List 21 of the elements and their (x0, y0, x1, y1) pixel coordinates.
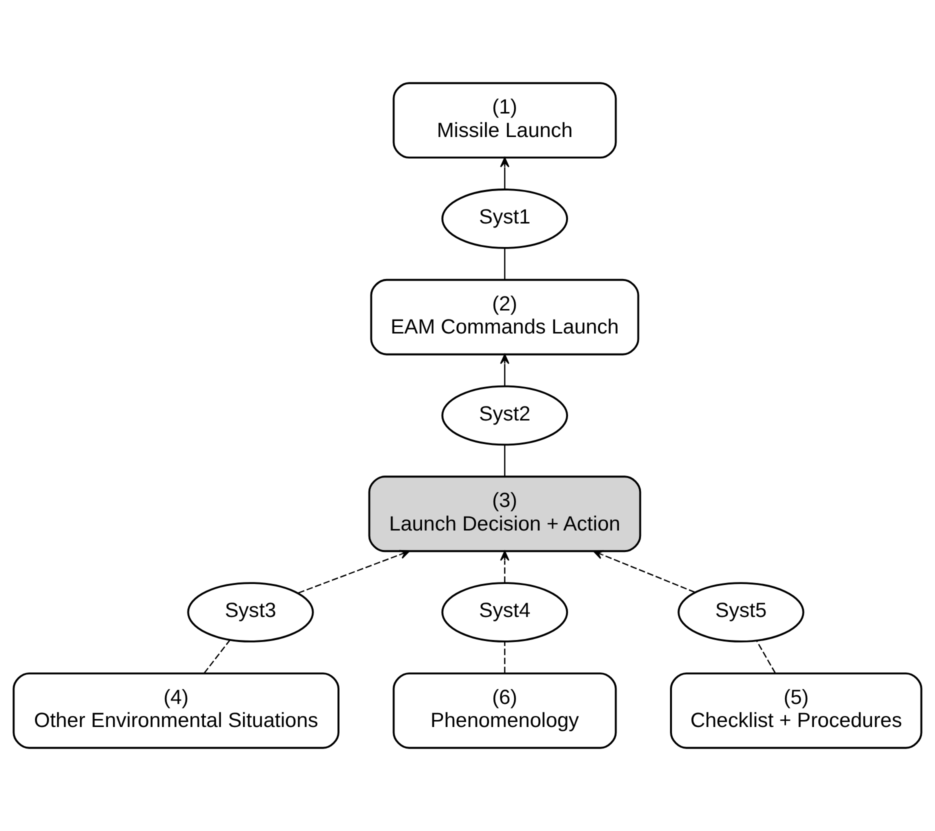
connector (756, 640, 776, 674)
connector (204, 640, 230, 674)
connector (504, 248, 506, 280)
node-ellipse: Syst3 (187, 582, 314, 642)
arrow (500, 354, 510, 386)
connector (504, 445, 506, 476)
node-box: (1) Missile Launch (392, 82, 617, 159)
node-box: (2) EAM Commands Launch (370, 278, 640, 356)
arrow (593, 550, 696, 593)
arrow (500, 157, 510, 190)
node-ellipse: Syst4 (441, 582, 568, 642)
node-box: (6) Phenomenology (392, 672, 617, 749)
node-box: (5) Checklist + Procedures (670, 672, 922, 749)
node-ellipse: Syst2 (441, 385, 568, 446)
node-box: (3) Launch Decision + Action (368, 476, 642, 552)
node-ellipse: Syst1 (441, 188, 568, 249)
arrow (500, 550, 510, 583)
connector (504, 642, 506, 674)
arrow (298, 550, 410, 594)
node-ellipse: Syst5 (678, 582, 804, 642)
node-box: (4) Other Environmental Situations (12, 672, 340, 749)
